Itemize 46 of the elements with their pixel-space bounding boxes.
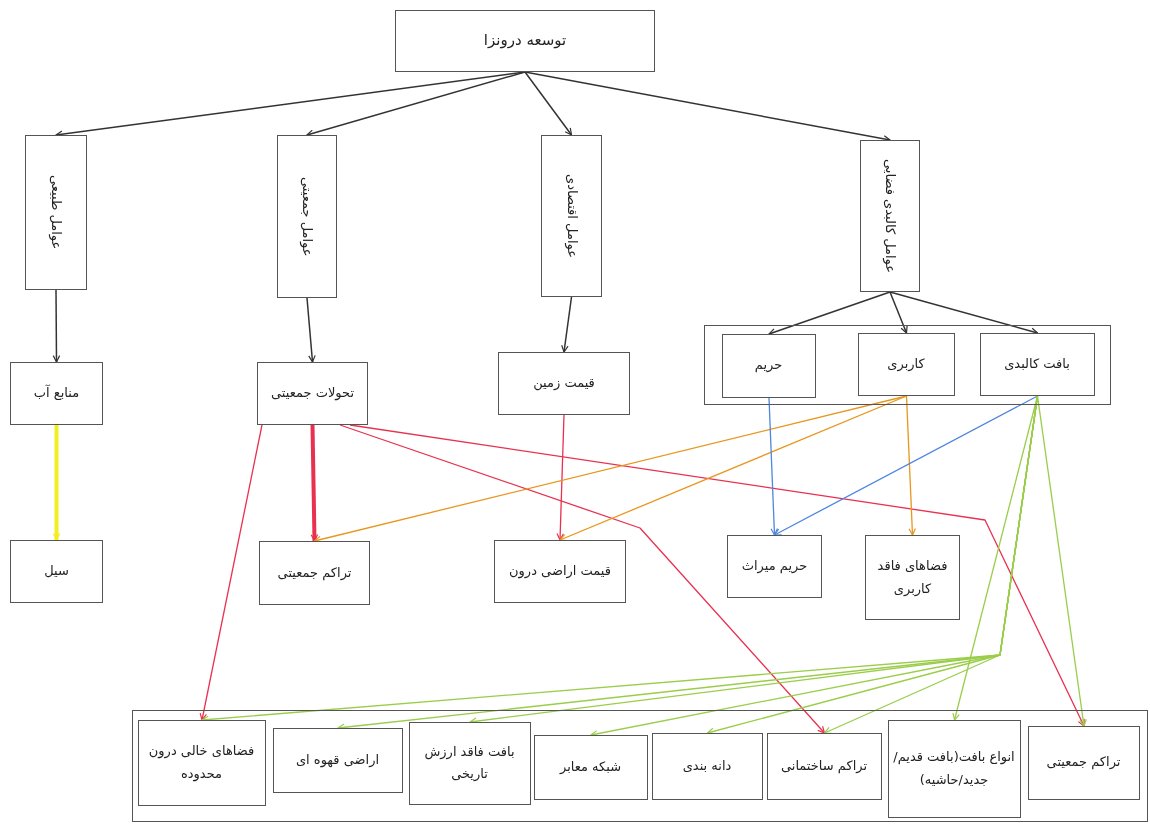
- arrow: [524, 71, 573, 136]
- process-box: قیمت زمین: [498, 352, 630, 415]
- process-box: قیمت اراضی درون: [494, 540, 626, 603]
- process-box: منابع آب: [10, 362, 103, 425]
- group-box: [704, 325, 1111, 405]
- arrow: [349, 424, 1085, 727]
- process-box: تراکم جمعیتی: [1027, 725, 1140, 800]
- arrow: [905, 395, 916, 536]
- arrow: [1036, 395, 1087, 727]
- process-box: فضاهای خالی درون محدوده: [137, 719, 266, 806]
- arrow: [952, 395, 1039, 721]
- arrow: [52, 289, 61, 363]
- factor-box: عوامل طبیعی: [25, 135, 87, 290]
- process-box: توسعه درونزا: [395, 10, 655, 72]
- process-box: حریم میراث: [727, 535, 822, 598]
- arrow: [199, 424, 263, 721]
- arrow: [306, 297, 316, 363]
- arrow: [310, 424, 319, 542]
- process-box: دانه بندی: [651, 732, 763, 800]
- arrow: [52, 425, 61, 541]
- arrow: [306, 71, 526, 137]
- process-box: بافت فاقد ارزش تاریخی: [408, 721, 531, 805]
- factor-box: عوامل جمعیتی: [277, 135, 337, 298]
- arrow: [556, 414, 565, 541]
- arrow: [768, 291, 891, 336]
- arrow: [768, 397, 779, 536]
- arrow: [559, 395, 908, 542]
- group-box: [132, 710, 1148, 822]
- arrow: [889, 291, 908, 334]
- process-box: انواع بافت(بافت قدیم/جدید/حاشیه): [887, 719, 1021, 818]
- process-box: تراکم جمعیتی: [259, 541, 370, 605]
- process-box: تحولات جمعیتی: [257, 362, 368, 425]
- process-box: بافت کالبدی: [979, 332, 1095, 396]
- process-box: کاربری: [857, 332, 955, 396]
- process-box: تراکم ساختمانی: [766, 732, 882, 800]
- factor-box: عوامل اقتصادی: [541, 135, 602, 297]
- process-box: فضاهای فاقد کاربری: [865, 535, 960, 620]
- process-box: اراضی قهوه ای: [272, 727, 403, 793]
- process-box: حریم: [721, 333, 816, 398]
- arrow: [339, 424, 826, 734]
- factor-box: عوامل کالبدی فضایی: [860, 140, 920, 292]
- process-box: سیل: [10, 540, 103, 603]
- arrow: [561, 296, 573, 353]
- arrow: [773, 395, 1039, 536]
- process-box: شبکه معابر: [533, 734, 648, 800]
- arrow: [889, 291, 1039, 335]
